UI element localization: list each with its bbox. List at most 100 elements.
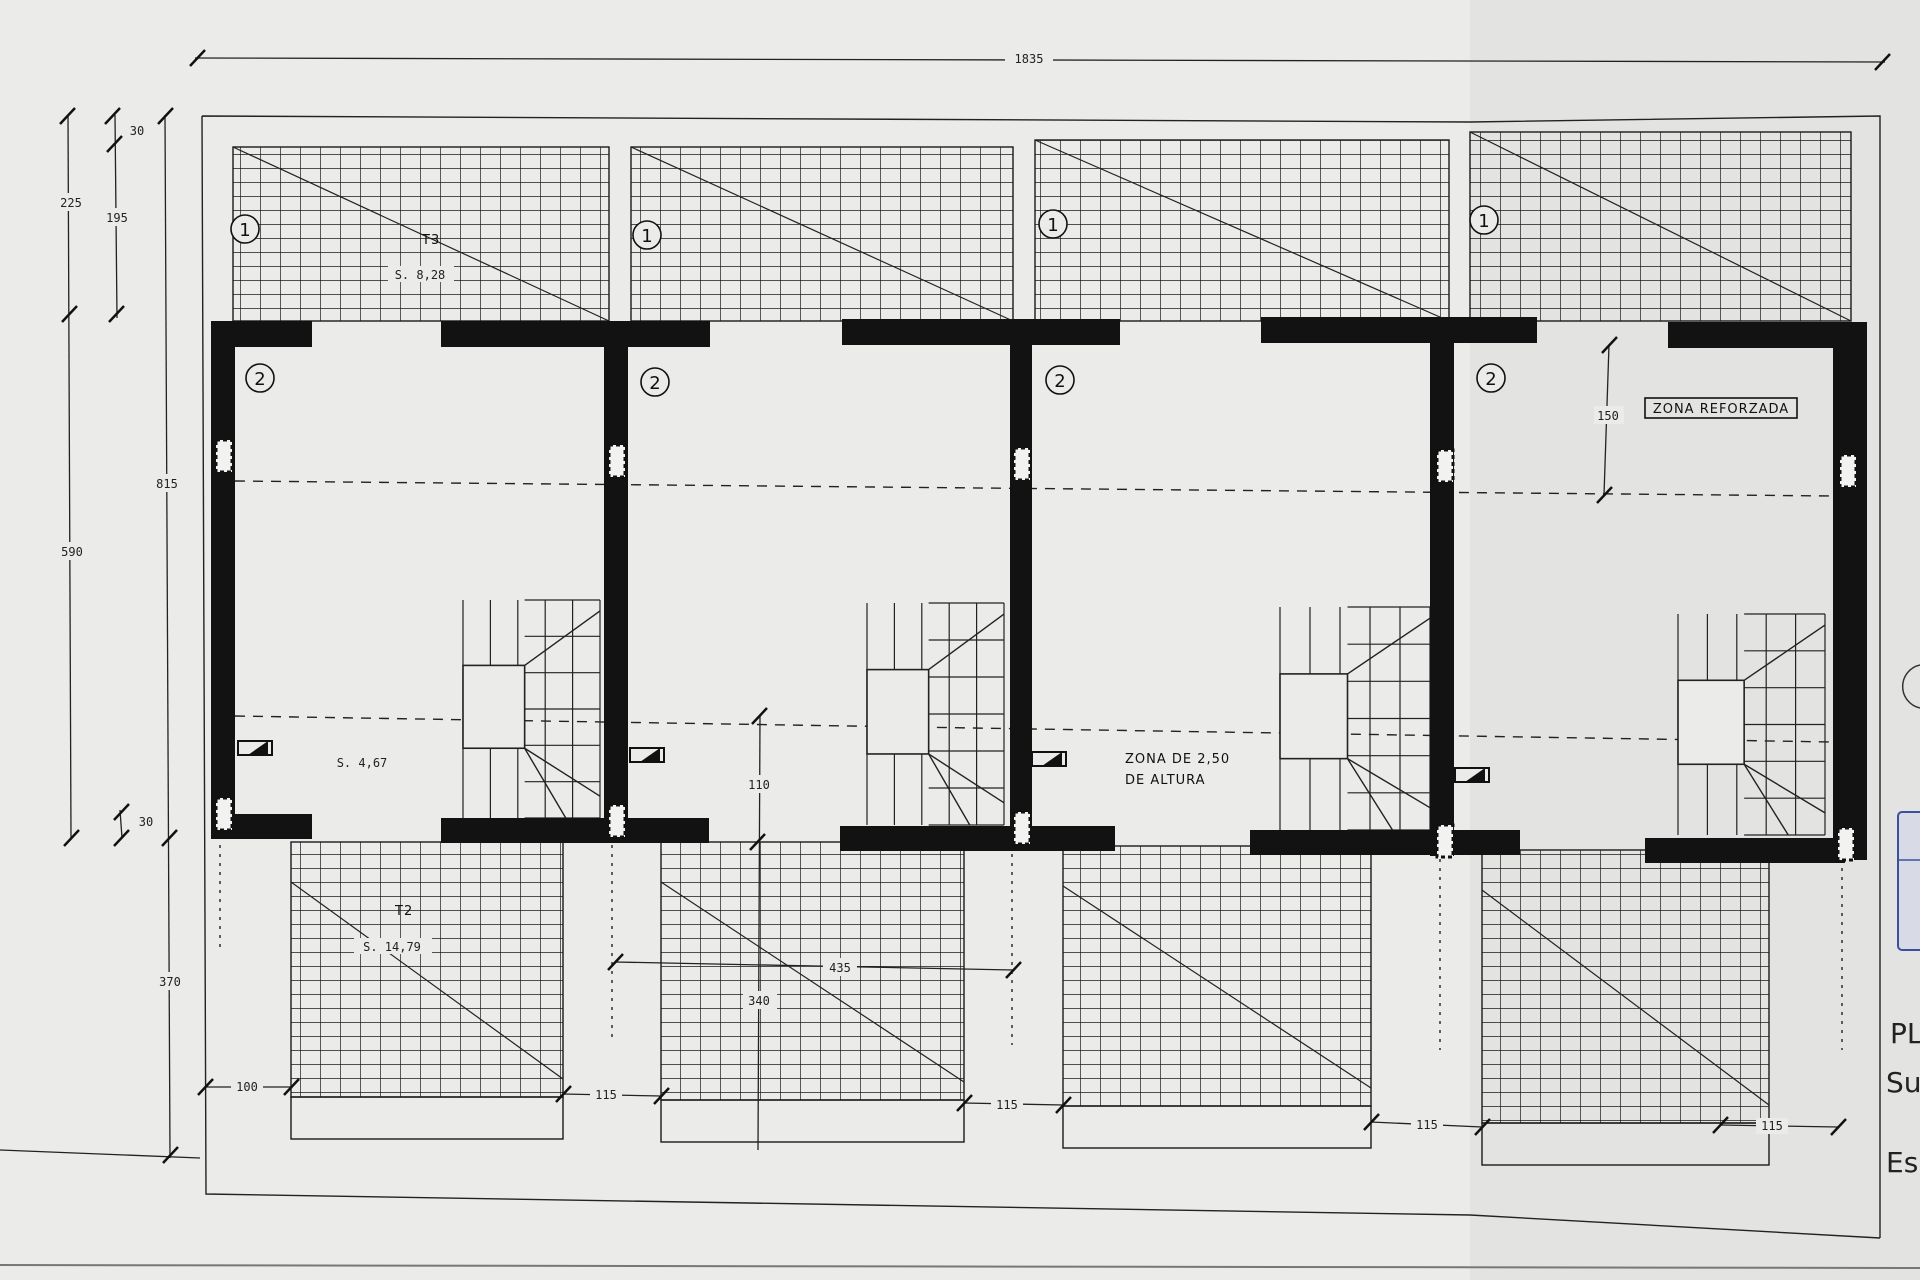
dim-435: 435	[829, 961, 851, 975]
terrace-diagonal	[290, 881, 564, 1080]
wall	[1833, 322, 1867, 860]
bottom-dimension-label: 100	[236, 1080, 258, 1094]
marker-number: 1	[239, 220, 250, 241]
wall	[1430, 318, 1454, 856]
wall	[441, 321, 710, 347]
column-icon	[607, 803, 627, 839]
stair-landing	[462, 664, 526, 750]
marker-2: 2	[1476, 363, 1506, 393]
top-terrace	[630, 146, 1014, 322]
stair-landing	[1279, 673, 1349, 760]
bottom-dimension-label: 115	[996, 1098, 1018, 1112]
left-dimension-ticks	[59, 107, 179, 1164]
marker-1: 1	[1038, 209, 1068, 239]
vent-icon	[1454, 767, 1490, 783]
marker-circle	[1469, 205, 1499, 235]
staircase	[1279, 606, 1431, 831]
title-fragment-1: PL	[1890, 1017, 1920, 1050]
dim-30-bottom: 30	[139, 815, 153, 829]
terrace-edge	[660, 1099, 965, 1143]
stair-winder	[1743, 624, 1826, 681]
staircase	[1677, 613, 1826, 836]
bottom-dimension-label: 115	[1761, 1119, 1783, 1133]
column-icon	[1435, 448, 1455, 484]
bottom-terraces	[290, 841, 1770, 1166]
stair-landing	[866, 668, 930, 755]
overall-dimension: 1835	[189, 49, 1891, 71]
terrace-top-surface: S. 8,28	[395, 268, 446, 282]
vent-icon	[1031, 751, 1067, 767]
dim-label-bg	[231, 1079, 263, 1095]
stair-winder	[928, 753, 971, 826]
terrace-edge	[290, 1096, 564, 1140]
marker-number: 2	[1485, 369, 1496, 390]
dim-370: 370	[159, 975, 181, 989]
zone-reinforced-label: ZONA REFORZADA	[1653, 402, 1789, 417]
walls	[211, 317, 1867, 863]
stair-winder	[1346, 758, 1394, 831]
columns	[214, 438, 1858, 862]
bottom-dimension-label: 115	[1416, 1118, 1438, 1132]
marker-circle	[245, 363, 275, 393]
terrace-top-name: T3	[421, 233, 440, 248]
staircase	[866, 602, 1005, 826]
vent-fill	[1465, 768, 1485, 782]
terrace-edge	[1481, 1122, 1770, 1166]
wall	[1261, 317, 1537, 343]
staircases	[462, 599, 1826, 836]
terrace-grid	[1481, 849, 1770, 1124]
top-terrace	[1469, 131, 1852, 322]
dim-150: 150	[1597, 409, 1619, 423]
dim-label-bg	[1411, 1117, 1443, 1133]
room-surface: S. 4,67	[337, 756, 388, 770]
wall	[840, 826, 1115, 851]
marker-1: 1	[632, 220, 662, 250]
wall	[604, 321, 628, 841]
title-fragment-2: Su	[1886, 1066, 1920, 1099]
dim-110: 110	[748, 778, 770, 792]
top-terrace	[232, 146, 610, 322]
stair-winder	[1743, 763, 1789, 836]
column-icon	[1838, 453, 1858, 489]
bottom-dimension-label: 115	[595, 1088, 617, 1102]
dim-590: 590	[61, 545, 83, 559]
marker-2: 2	[245, 363, 275, 393]
marker-number: 1	[1047, 215, 1058, 236]
dim-195: 195	[106, 211, 128, 225]
dim-label-bg	[991, 1097, 1023, 1113]
stair-winder	[1347, 617, 1431, 675]
title-fragment-3: Es	[1886, 1146, 1918, 1179]
marker-circle	[230, 214, 260, 244]
vent-fill	[1042, 752, 1062, 766]
bottom-terrace	[290, 841, 564, 1140]
bottom-terrace	[1062, 845, 1372, 1149]
zone-height-line1: ZONA DE 2,50	[1125, 752, 1230, 767]
vent-fill	[248, 741, 268, 755]
bottom-terrace	[660, 841, 965, 1143]
dim-30-top: 30	[130, 124, 144, 138]
column-icon	[1012, 810, 1032, 846]
stair-winder	[1743, 763, 1826, 814]
terrace-grid	[660, 841, 965, 1101]
wall	[1645, 838, 1845, 863]
marker-2: 2	[1045, 365, 1075, 395]
terrace-bottom-name: T2	[394, 904, 413, 919]
dim-340: 340	[748, 994, 770, 1008]
terrace-diagonal	[1481, 889, 1770, 1106]
wall	[1250, 830, 1520, 855]
wall	[441, 818, 709, 843]
stair-winder	[524, 747, 601, 797]
stair-winder	[1347, 758, 1431, 809]
column-icon	[214, 438, 234, 474]
marker-circle	[632, 220, 662, 250]
terrace-diagonal	[660, 881, 965, 1083]
overall-dimension-label: 1835	[1015, 52, 1044, 66]
vent-icon	[237, 740, 273, 756]
top-terrace	[1034, 139, 1450, 322]
dim-label-bg	[1756, 1118, 1788, 1134]
wall	[211, 321, 235, 839]
marker-2: 2	[640, 367, 670, 397]
stair-winder	[524, 747, 567, 819]
stair-landing	[1677, 679, 1745, 766]
